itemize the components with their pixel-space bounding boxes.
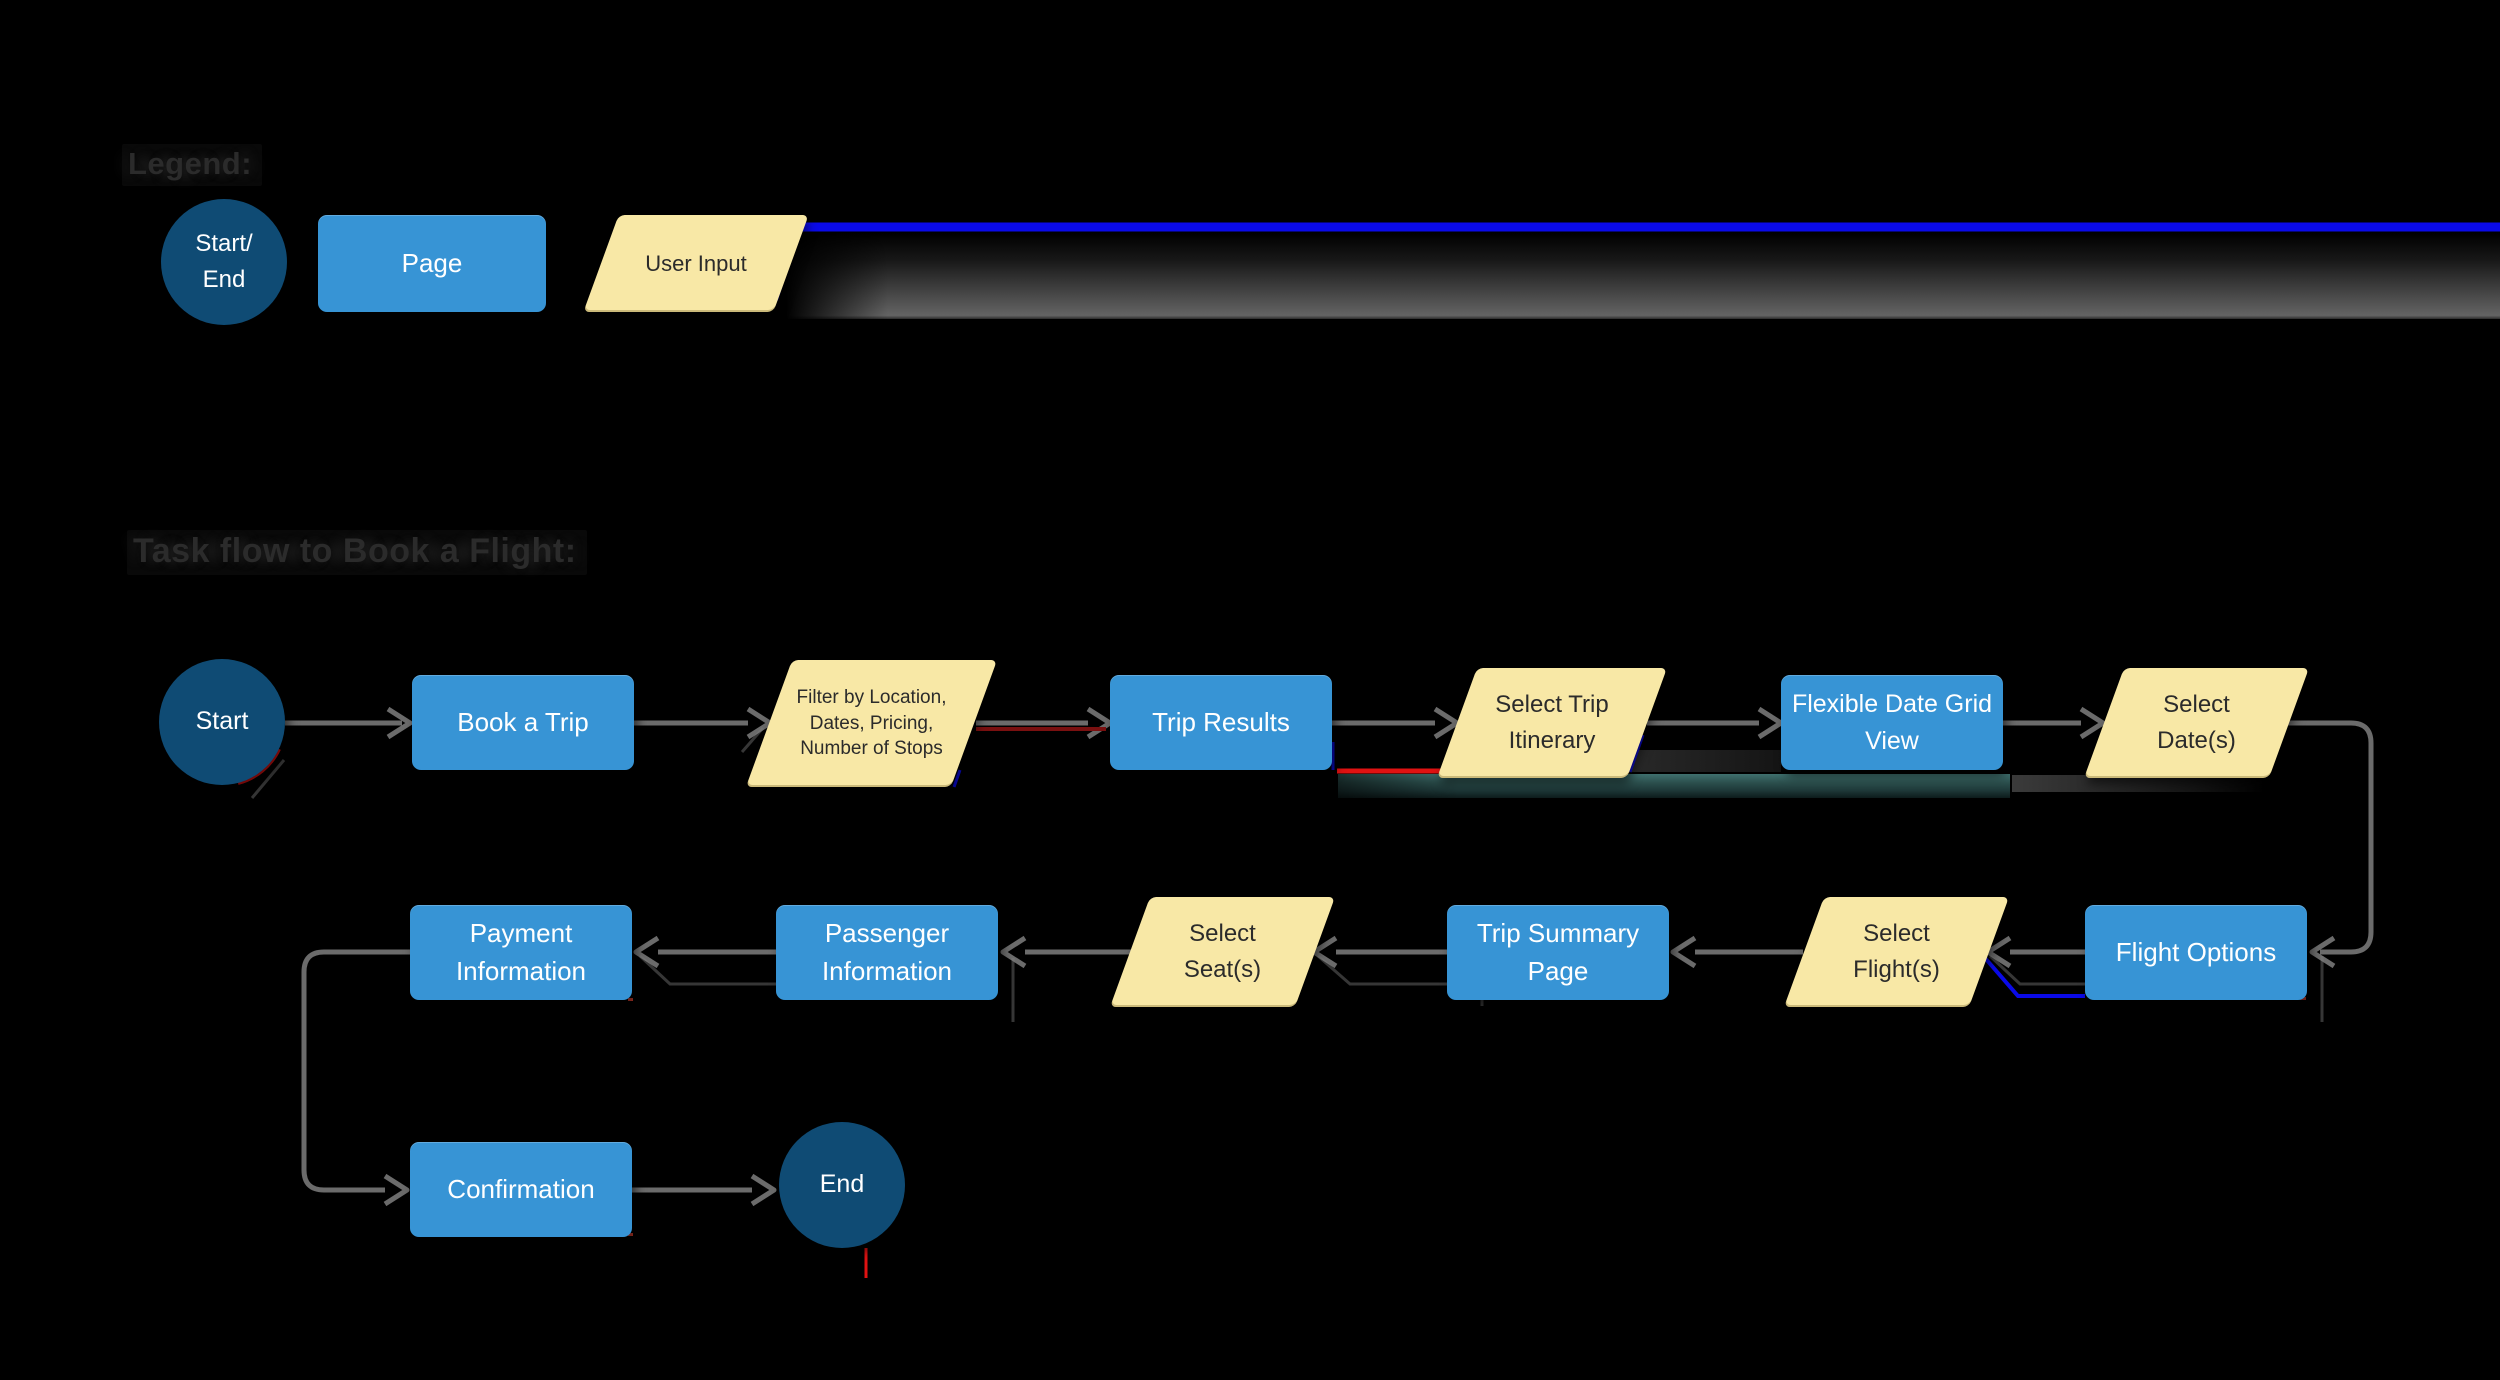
flow-section-title: Task flow to Book a Flight: xyxy=(127,530,587,575)
legend-gradient-smear-band xyxy=(785,233,2500,319)
node-select-trip-itinerary: Select Trip Itinerary xyxy=(1436,668,1668,778)
teal-smear-band xyxy=(1338,774,2010,798)
ghost-line-artifact xyxy=(250,759,286,799)
blue-glitch-artifact xyxy=(1983,956,2085,998)
node-trip-results: Trip Results xyxy=(1110,675,1332,770)
node-payment-information: Payment Information xyxy=(410,905,632,1000)
node-end-label: End xyxy=(819,1170,865,1199)
ghost-line-artifact xyxy=(740,727,765,753)
arrowhead xyxy=(386,706,413,740)
node-confirmation-label: Confirmation xyxy=(447,1173,595,1204)
arrowhead xyxy=(1000,935,1027,969)
node-payment-information-label: Payment Information xyxy=(455,917,587,986)
node-flight-options: Flight Options xyxy=(2085,905,2307,1000)
connector-payment-to-confirmation xyxy=(301,949,410,1193)
node-book-a-trip-label: Book a Trip xyxy=(457,706,589,737)
node-select-flights-label: Select Flight(s) xyxy=(1853,920,1940,983)
arrowhead xyxy=(750,1173,777,1207)
legend-start-end-label: Start/ End xyxy=(195,230,253,293)
node-book-a-trip: Book a Trip xyxy=(412,675,634,770)
legend-section-title: Legend: xyxy=(122,144,262,186)
node-passenger-information-label: Passenger Information xyxy=(821,917,953,986)
node-select-seats-label: Select Seat(s) xyxy=(1183,920,1262,983)
node-select-dates: Select Date(s) xyxy=(2083,668,2310,778)
node-select-seats: Select Seat(s) xyxy=(1109,897,1336,1007)
blue-glitch-artifact xyxy=(952,769,962,788)
node-select-flights: Select Flight(s) xyxy=(1783,897,2010,1007)
arrowhead xyxy=(383,1173,410,1207)
red-dot-artifact xyxy=(628,1233,633,1236)
node-select-trip-itinerary-label: Select Trip Itinerary xyxy=(1495,691,1609,754)
node-start: Start xyxy=(159,659,285,785)
node-trip-results-label: Trip Results xyxy=(1152,706,1290,737)
node-passenger-information: Passenger Information xyxy=(776,905,998,1000)
node-filter-options-label: Filter by Location, Dates, Pricing, Numb… xyxy=(796,687,947,760)
gray-smear-band xyxy=(2012,775,2268,792)
ghost-line-artifact xyxy=(1317,954,1447,986)
ghost-line-artifact xyxy=(638,954,776,986)
legend-start-end-node: Start/ End xyxy=(161,199,287,325)
red-dot-artifact xyxy=(2300,997,2306,1000)
node-end: End xyxy=(779,1122,905,1248)
connector-select-dates-to-flight-options xyxy=(2288,720,2374,955)
legend-user-input-label: User Input xyxy=(645,251,747,276)
node-start-label: Start xyxy=(195,707,249,736)
legend-user-input-node: User Input xyxy=(583,215,809,312)
blue-glitch-artifact xyxy=(1628,734,1645,773)
node-flexible-date-grid-view-label: Flexible Date Grid View xyxy=(1791,690,1993,755)
arrowhead xyxy=(633,935,660,969)
legend-page-node: Page xyxy=(318,215,546,312)
charcoal-smear-band xyxy=(1630,750,1781,772)
node-confirmation: Confirmation xyxy=(410,1142,632,1237)
legend-page-label: Page xyxy=(401,247,463,278)
arrowhead xyxy=(1670,935,1697,969)
node-flexible-date-grid-view: Flexible Date Grid View xyxy=(1781,675,2003,770)
node-select-dates-label: Select Date(s) xyxy=(2157,691,2236,754)
node-trip-summary-page: Trip Summary Page xyxy=(1447,905,1669,1000)
arrowhead xyxy=(1757,706,1784,740)
ghost-line-artifact xyxy=(1988,954,2085,986)
arrowhead xyxy=(2309,935,2336,969)
red-dot-artifact xyxy=(628,998,633,1001)
arrowhead xyxy=(1086,706,1113,740)
node-filter-options: Filter by Location, Dates, Pricing, Numb… xyxy=(745,660,998,787)
node-trip-summary-page-label: Trip Summary Page xyxy=(1476,917,1640,986)
node-flight-options-label: Flight Options xyxy=(2115,936,2277,967)
